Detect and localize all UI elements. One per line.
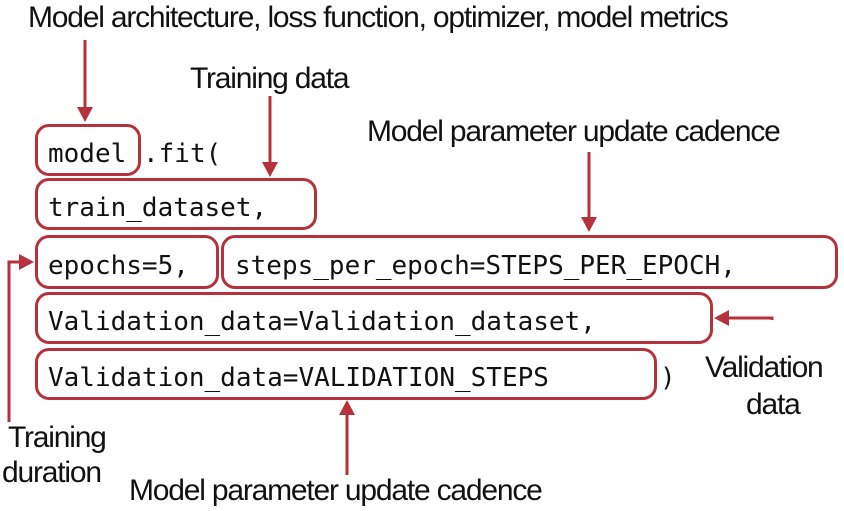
label-validation-data-line2: data (746, 388, 801, 421)
label-training-data: Training data (190, 62, 350, 95)
box-model (35, 124, 141, 176)
arrowhead-update-cadence-top (581, 217, 597, 232)
code-model: model (48, 139, 127, 169)
code-validation-dataset: Validation_data=Validation_dataset, (48, 307, 596, 337)
box-validation-dataset (35, 292, 713, 344)
arrow-validation-data (727, 316, 774, 320)
code-epochs: epochs=5, (48, 251, 189, 281)
arrowhead-validation-data (714, 310, 729, 326)
box-train-dataset (35, 178, 317, 230)
box-validation-steps (35, 348, 657, 400)
code-steps-per-epoch: steps_per_epoch=STEPS_PER_EPOCH, (235, 251, 736, 281)
arrowhead-training-duration (19, 254, 34, 270)
label-validation-data-line1: Validation (705, 351, 824, 384)
label-update-cadence-bottom: Model parameter update cadence (129, 474, 543, 507)
code-close-paren: ) (660, 363, 676, 393)
arrowhead-training-data (262, 162, 278, 177)
box-steps-per-epoch (221, 235, 838, 289)
label-model-architecture: Model architecture, loss function, optim… (28, 1, 729, 34)
code-validation-steps: Validation_data=VALIDATION_STEPS (48, 363, 549, 393)
label-training-duration-line2: duration (2, 456, 102, 489)
label-update-cadence-top: Model parameter update cadence (367, 115, 781, 148)
arrowhead-update-cadence-bottom (339, 400, 355, 415)
code-fit: .fit( (143, 139, 222, 169)
arrow-training-duration (7, 260, 20, 422)
box-epochs (35, 235, 219, 289)
code-train-dataset: train_dataset, (48, 193, 268, 223)
label-training-duration-line1: Training (8, 421, 107, 454)
arrowhead-model (77, 107, 93, 122)
